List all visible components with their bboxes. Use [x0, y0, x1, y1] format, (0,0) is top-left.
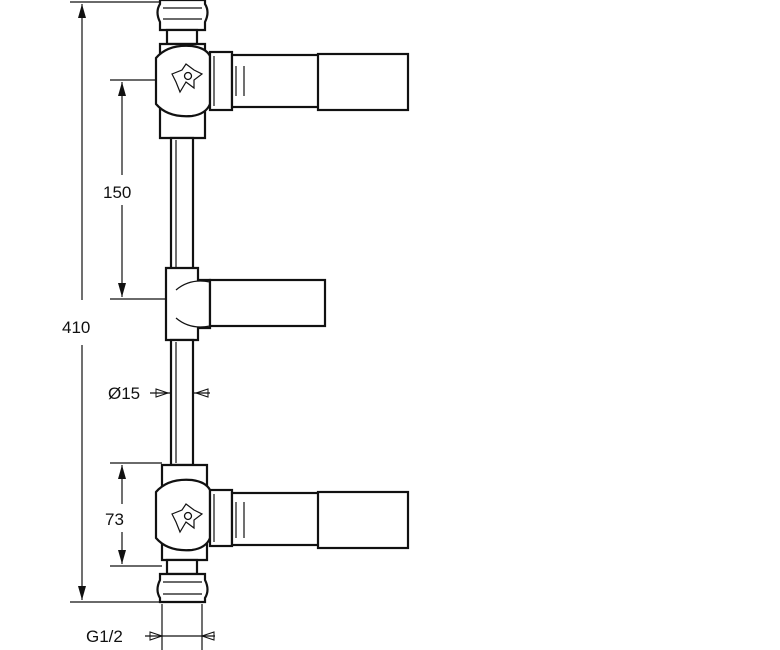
dim-lower-offset-label: 73 [105, 510, 124, 529]
top-fitting [156, 0, 209, 46]
dim-overall: 410 [62, 1, 160, 603]
bottom-fitting [156, 558, 209, 604]
upper-pipe [169, 136, 195, 272]
dim-pipe-diameter: Ø15 [108, 384, 210, 403]
dim-thread-label: G1/2 [86, 627, 123, 646]
upper-valve [154, 42, 410, 140]
lower-valve [154, 463, 410, 562]
dim-valve-spacing-label: 150 [103, 183, 131, 202]
lower-pipe [169, 338, 195, 467]
dim-thread: G1/2 [86, 604, 215, 650]
hot-cold-cross-icon [171, 63, 204, 94]
hot-cold-cross-icon [171, 503, 204, 534]
dim-lower-offset: 73 [105, 462, 162, 567]
dim-overall-label: 410 [62, 318, 90, 337]
middle-tee [164, 266, 327, 342]
dim-pipe-diameter-label: Ø15 [108, 384, 140, 403]
dim-valve-spacing: 150 [103, 79, 165, 300]
